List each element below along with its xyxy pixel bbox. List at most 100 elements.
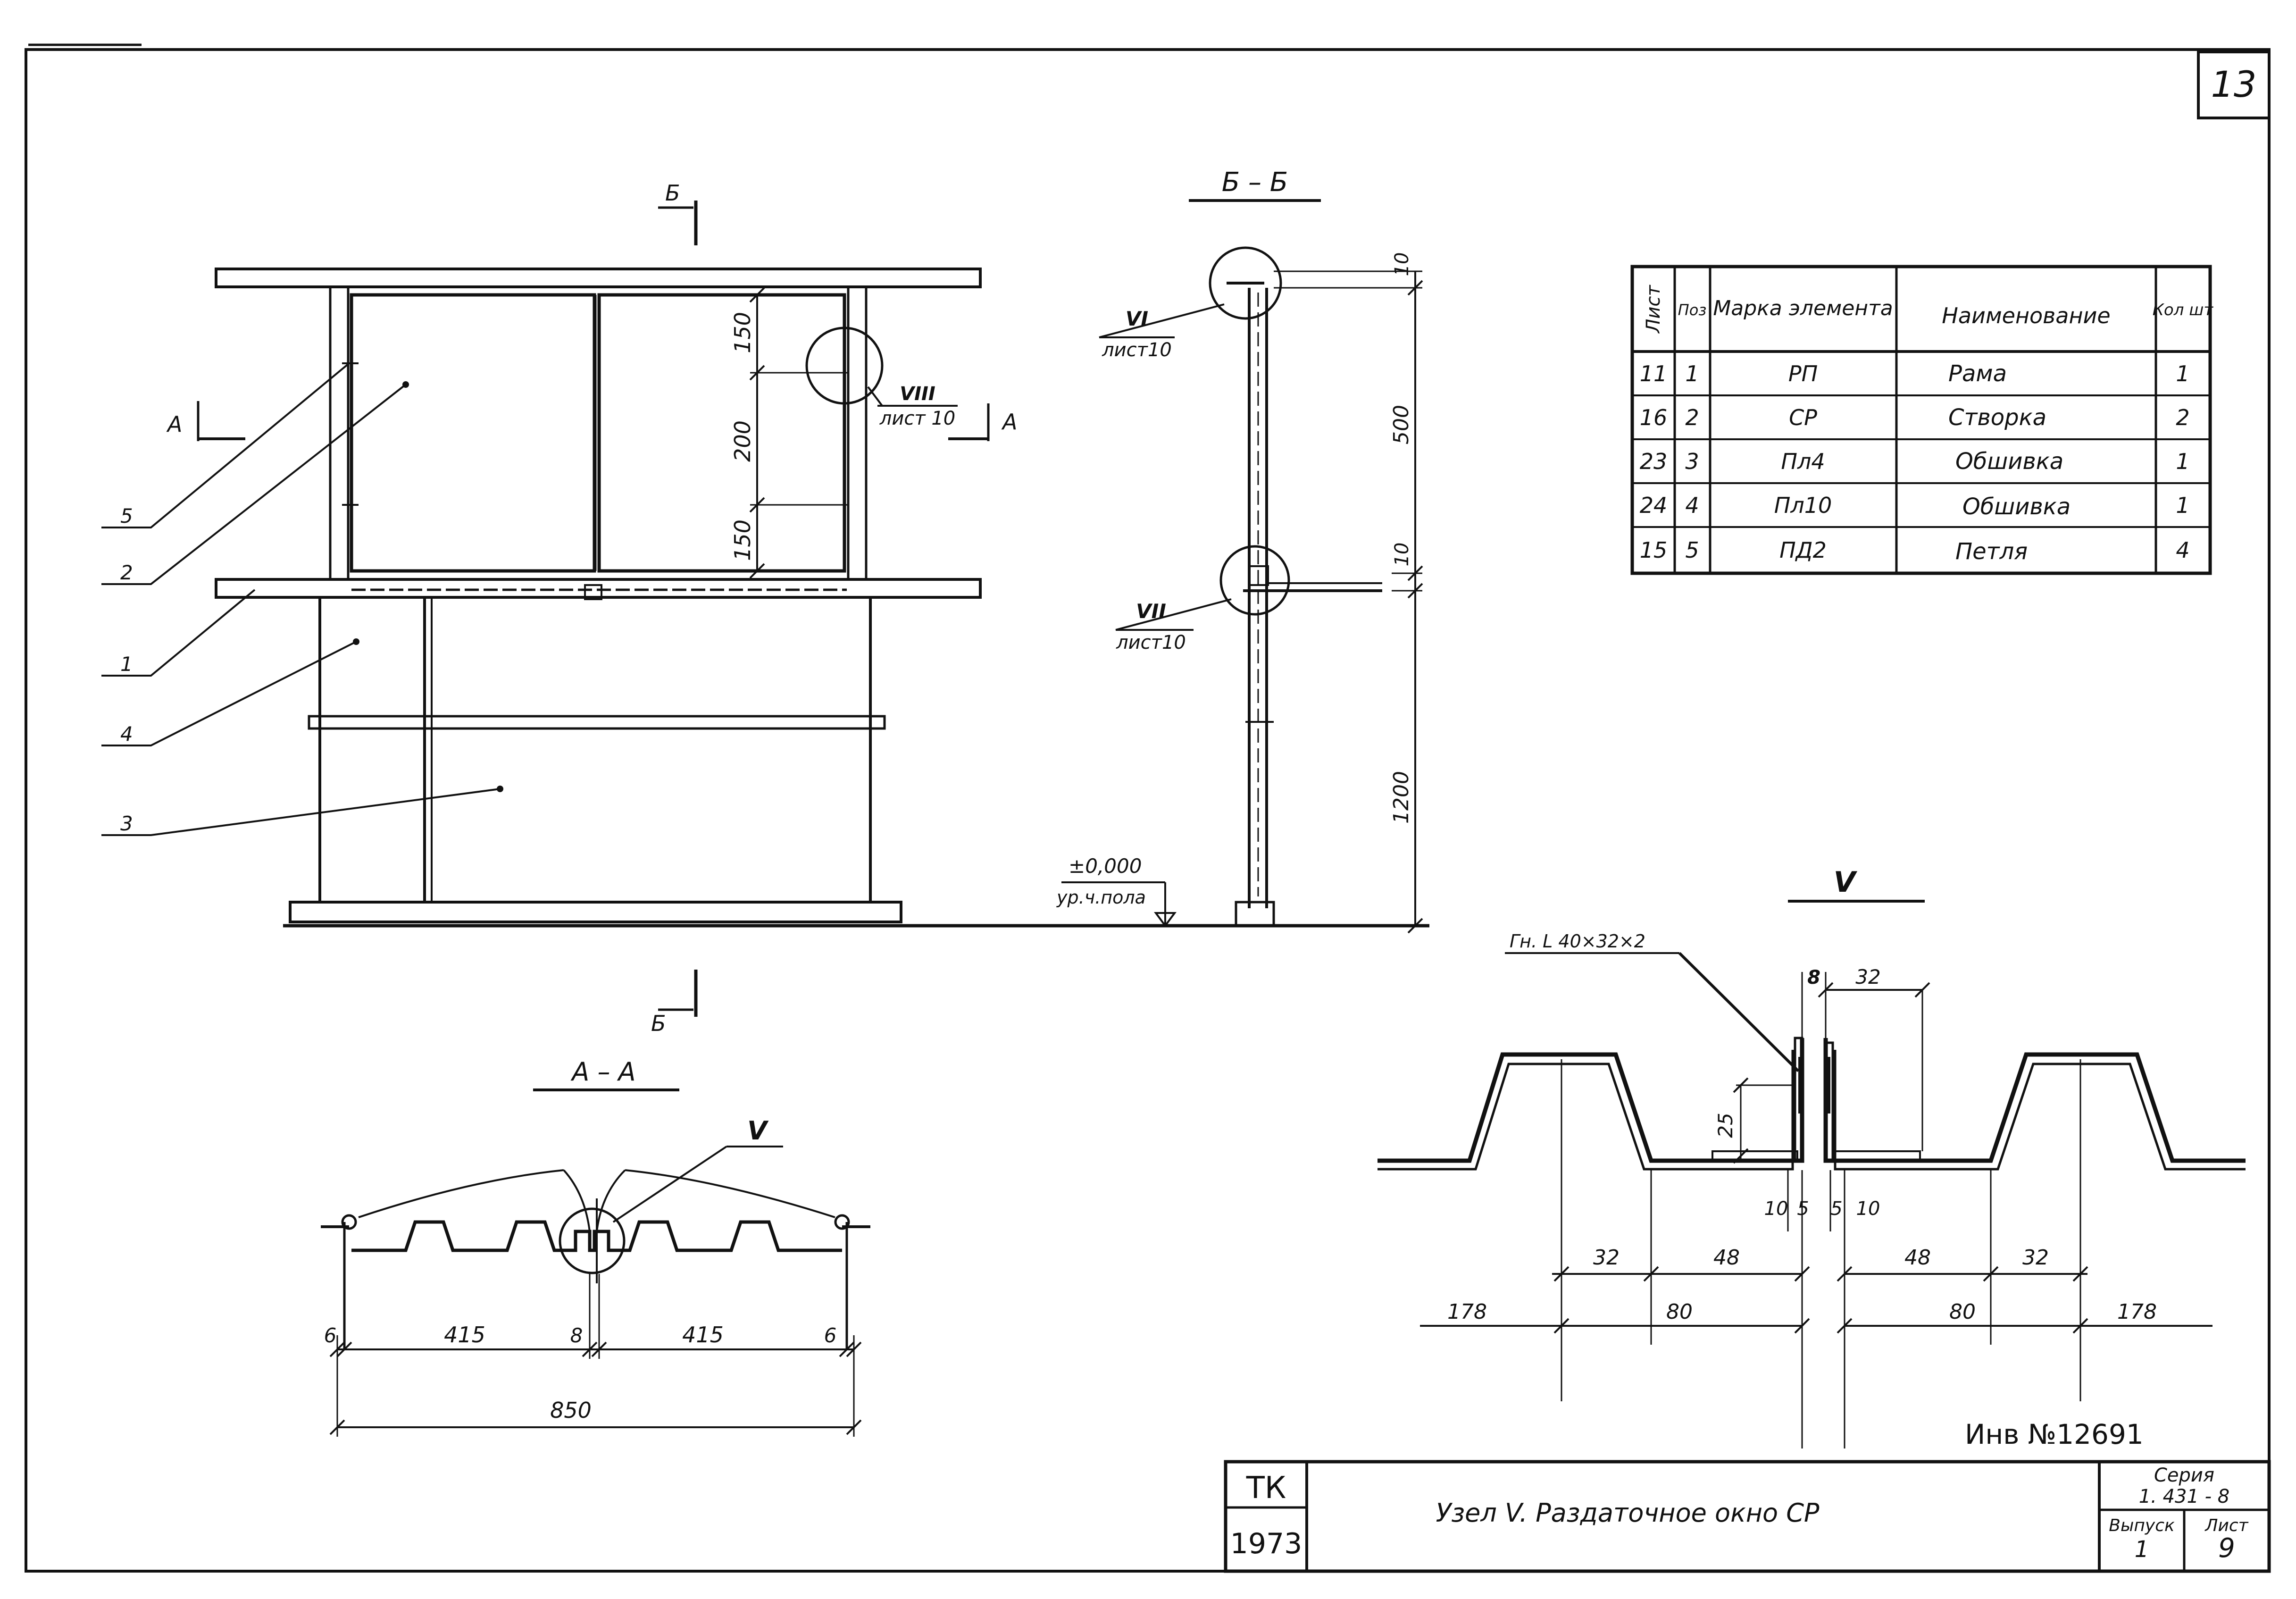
svg-text:2: 2 bbox=[1685, 405, 1699, 430]
dim-10-mid: 10 bbox=[1391, 543, 1413, 567]
issue-label: Выпуск bbox=[2109, 1516, 2175, 1535]
dim-150-bottom: 150 bbox=[730, 519, 755, 561]
table-row: 23 3 Пл4 Обшивка 1 bbox=[1640, 448, 2190, 475]
detail-circle-vii bbox=[1219, 545, 1290, 616]
node-v-dim-178-left: 178 bbox=[1447, 1300, 1487, 1324]
callout-viii-roman: VIII bbox=[900, 383, 935, 405]
callout-vi-sheet: лист10 bbox=[1102, 339, 1172, 361]
issue-value: 1 bbox=[2135, 1536, 2149, 1563]
callout-vi-roman: VI bbox=[1126, 307, 1148, 330]
cabinet-plinth bbox=[289, 901, 902, 923]
node-v-dim-32-left: 32 bbox=[1593, 1246, 1620, 1270]
svg-text:24: 24 bbox=[1640, 493, 1668, 518]
section-aa: А – А V 6 415 8 bbox=[321, 1057, 870, 1437]
dim-150-top: 150 bbox=[730, 312, 755, 353]
node-v-dim-32-top: 32 bbox=[1855, 965, 1880, 988]
svg-text:Обшивка: Обшивка bbox=[1962, 494, 2071, 520]
node-v-dim-178-right: 178 bbox=[2117, 1300, 2157, 1324]
sheet-value: 9 bbox=[2218, 1533, 2235, 1564]
table-header-sheet: Лист bbox=[1643, 285, 1664, 334]
series-value: 1. 431 - 8 bbox=[2139, 1486, 2230, 1507]
svg-text:Пл10: Пл10 bbox=[1774, 493, 1832, 518]
sash-right bbox=[597, 293, 846, 573]
table-header-name: Наименование bbox=[1942, 303, 2110, 328]
position-5: 5 bbox=[120, 504, 133, 527]
node-v-dim-80-right: 80 bbox=[1949, 1300, 1976, 1324]
position-2: 2 bbox=[120, 561, 133, 584]
svg-text:Створка: Створка bbox=[1948, 404, 2046, 431]
sash-left bbox=[350, 293, 596, 573]
node-v: V Гн. L 40×32×2 8 32 25 bbox=[1378, 866, 2246, 1448]
section-mark-top: Б bbox=[665, 180, 680, 206]
svg-text:1: 1 bbox=[1685, 361, 1699, 386]
table-header-pos: Поз bbox=[1678, 301, 1707, 319]
dim-6-right: 6 bbox=[824, 1324, 837, 1347]
svg-text:1: 1 bbox=[2176, 361, 2189, 386]
title-block: ТК 1973 Узел V. Раздаточное окно СР Сери… bbox=[1224, 1460, 2271, 1573]
section-a-right: А bbox=[1001, 409, 1017, 435]
node-v-dim-5-left: 5 bbox=[1797, 1198, 1809, 1220]
table-row: 15 5 ПД2 Петля 4 bbox=[1640, 537, 2190, 565]
node-v-dim-25: 25 bbox=[1714, 1113, 1737, 1138]
dim-10-top: 10 bbox=[1391, 252, 1413, 276]
callout-vii-roman: VII bbox=[1136, 600, 1166, 623]
dim-200: 200 bbox=[730, 420, 755, 462]
table-row: 11 1 РП Рама 1 bbox=[1640, 360, 2190, 387]
dim-415-left: 415 bbox=[444, 1322, 485, 1348]
node-v-circle bbox=[559, 1207, 626, 1274]
frame-left-post bbox=[329, 285, 350, 581]
frame-mid-board bbox=[215, 578, 982, 599]
node-v-title: V bbox=[1834, 866, 1858, 899]
section-bb-title: Б – Б bbox=[1222, 167, 1288, 198]
svg-text:1: 1 bbox=[2176, 449, 2189, 474]
svg-text:2: 2 bbox=[2176, 405, 2189, 430]
section-aa-title: А – А bbox=[570, 1057, 635, 1087]
section-bb: Б – Б VI лист10 VII лист10 10 bbox=[1056, 167, 1423, 934]
svg-text:23: 23 bbox=[1640, 449, 1668, 474]
dim-415-right: 415 bbox=[682, 1322, 724, 1348]
svg-text:Рама: Рама bbox=[1948, 360, 2007, 387]
position-1: 1 bbox=[120, 653, 133, 676]
section-a-left: А bbox=[166, 411, 182, 437]
dim-6-left: 6 bbox=[324, 1324, 337, 1347]
svg-text:15: 15 bbox=[1640, 537, 1668, 563]
detail-circle-viii bbox=[805, 326, 884, 405]
sheet-label: Лист bbox=[2204, 1516, 2248, 1535]
svg-text:16: 16 bbox=[1640, 405, 1668, 430]
section-aa-node-mark: V bbox=[747, 1116, 769, 1146]
svg-text:РП: РП bbox=[1788, 361, 1818, 386]
front-view: 150 200 150 VIII лист 10 Б Б А А bbox=[101, 180, 1429, 1036]
detail-circle-vi bbox=[1209, 246, 1282, 320]
section-mark-bottom: Б bbox=[651, 1011, 666, 1036]
svg-text:СР: СР bbox=[1789, 405, 1817, 430]
node-v-dim-48-left: 48 bbox=[1713, 1246, 1740, 1270]
node-v-dim-48-right: 48 bbox=[1904, 1246, 1931, 1270]
title-block-year: 1973 bbox=[1230, 1527, 1302, 1560]
node-v-left-profile bbox=[1378, 1038, 1804, 1163]
svg-text:Петля: Петля bbox=[1955, 538, 2028, 565]
node-v-dim-10-right: 10 bbox=[1856, 1198, 1880, 1220]
svg-text:5: 5 bbox=[1685, 537, 1699, 563]
table-row: 24 4 Пл10 Обшивка 1 bbox=[1640, 493, 2190, 520]
sheet-frame bbox=[25, 43, 2271, 1573]
svg-text:1: 1 bbox=[2176, 493, 2189, 518]
node-v-dim-5-right: 5 bbox=[1830, 1198, 1842, 1220]
table-header-qty: Кол шт bbox=[2153, 301, 2214, 319]
svg-text:4: 4 bbox=[2176, 537, 2189, 563]
drawing-title: Узел V. Раздаточное окно СР bbox=[1436, 1498, 1820, 1528]
table-row: 16 2 СР Створка 2 bbox=[1640, 404, 2190, 431]
profiled-sheet bbox=[351, 1220, 842, 1252]
callout-vii-sheet: лист10 bbox=[1116, 632, 1186, 653]
svg-text:ПД2: ПД2 bbox=[1779, 537, 1827, 563]
dim-500: 500 bbox=[1389, 405, 1413, 444]
spec-table: Лист Поз Марка элемента Наименование Кол… bbox=[1630, 265, 2214, 575]
callout-viii-sheet: лист 10 bbox=[879, 408, 955, 429]
frame-right-post bbox=[847, 285, 868, 581]
level-value: ±0,000 bbox=[1069, 854, 1142, 878]
svg-text:Пл4: Пл4 bbox=[1781, 449, 1825, 474]
position-4: 4 bbox=[120, 722, 133, 745]
page-number: 13 bbox=[2211, 63, 2257, 105]
dim-850: 850 bbox=[550, 1398, 592, 1423]
svg-text:Обшивка: Обшивка bbox=[1955, 448, 2063, 475]
